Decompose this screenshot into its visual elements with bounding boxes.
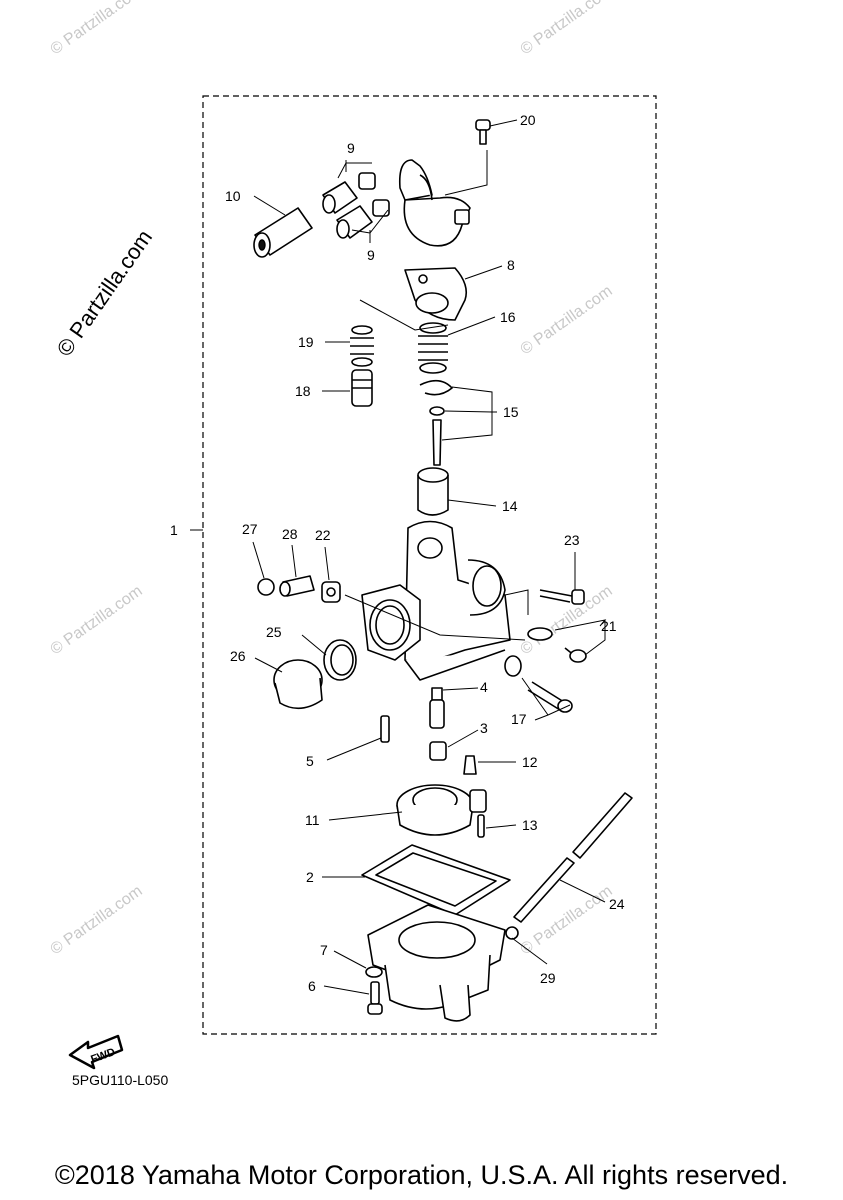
callout-20: 20: [520, 112, 536, 128]
callouts: 1 2 3 4 5 6 7 8 9 9 10 11 12 13 14 15 16…: [170, 112, 625, 994]
callout-9a: 9: [347, 140, 355, 156]
callout-15: 15: [503, 404, 519, 420]
callout-3: 3: [480, 720, 488, 736]
callout-9b: 9: [367, 247, 375, 263]
part-25-ring: [323, 639, 357, 681]
copyright-notice: ©2018 Yamaha Motor Corporation, U.S.A. A…: [54, 1160, 789, 1190]
callout-6: 6: [308, 978, 316, 994]
parts: [253, 119, 633, 1022]
watermark-large: © Partzilla.com: [52, 225, 158, 361]
callout-21: 21: [601, 618, 617, 634]
callout-24: 24: [609, 896, 625, 912]
carburetor-body: [361, 520, 511, 681]
watermarks: © Partzilla.com © Partzilla.com © Partzi…: [48, 0, 616, 958]
part-14-throttle-valve: [417, 467, 449, 516]
part-9-caps: [322, 172, 390, 239]
callout-18: 18: [295, 383, 311, 399]
callout-2: 2: [306, 869, 314, 885]
watermark: © Partzilla.com: [518, 283, 616, 359]
part-15-needle-set: [419, 379, 453, 466]
float-bowl: [367, 904, 506, 1022]
diagram-code: 5PGU110-L050: [72, 1072, 169, 1088]
part-4-jet: [429, 687, 445, 729]
callout-7: 7: [320, 942, 328, 958]
callout-5: 5: [306, 753, 314, 769]
callout-23: 23: [564, 532, 580, 548]
callout-26: 26: [230, 648, 246, 664]
callout-4: 4: [480, 679, 488, 695]
callout-1: 1: [170, 522, 178, 538]
part-8-plate: [404, 267, 468, 321]
watermark: © Partzilla.com: [48, 583, 146, 659]
part-top-cover: [398, 159, 471, 247]
callout-27: 27: [242, 521, 258, 537]
callout-12: 12: [522, 754, 538, 770]
part-5-screw: [380, 715, 390, 743]
callout-19: 19: [298, 334, 314, 350]
part-19-spring: [350, 325, 374, 367]
part-17-set: [504, 655, 573, 713]
callout-25: 25: [266, 624, 282, 640]
part-12-needle-valve: [463, 755, 477, 775]
callout-28: 28: [282, 526, 298, 542]
part-13-pin: [477, 814, 485, 838]
callout-10: 10: [225, 188, 241, 204]
callout-17: 17: [511, 711, 527, 727]
part-24-tube: [513, 792, 633, 923]
watermark: © Partzilla.com: [48, 0, 146, 58]
part-6-screw: [367, 981, 383, 1015]
callout-13: 13: [522, 817, 538, 833]
watermark: © Partzilla.com: [48, 883, 146, 959]
callout-29: 29: [540, 970, 556, 986]
part-22-nut: [321, 581, 341, 603]
callout-14: 14: [502, 498, 518, 514]
part-2-gasket: [361, 844, 511, 916]
leader-lines: [190, 119, 607, 995]
part-20-screw: [475, 119, 491, 145]
part-7-washer: [365, 966, 383, 978]
watermark: © Partzilla.com: [518, 883, 616, 959]
callout-11: 11: [305, 812, 320, 828]
callout-22: 22: [315, 527, 331, 543]
part-21-set: [527, 627, 587, 663]
part-11-float: [396, 784, 487, 836]
watermark: © Partzilla.com: [518, 0, 616, 58]
assembly-boundary: [202, 95, 657, 1035]
part-27-clip: [257, 578, 275, 596]
callout-8: 8: [507, 257, 515, 273]
part-28-pin: [279, 575, 315, 597]
part-16-spring: [418, 322, 448, 374]
part-26-ring: [273, 659, 323, 710]
part-29-clip: [505, 926, 519, 940]
part-23-screw: [539, 589, 585, 605]
fwd-arrow-icon: FWD: [68, 1034, 124, 1070]
part-3-jet: [429, 741, 447, 761]
part-10-cap: [253, 207, 313, 258]
callout-16: 16: [500, 309, 516, 325]
part-18-screw: [351, 369, 373, 407]
